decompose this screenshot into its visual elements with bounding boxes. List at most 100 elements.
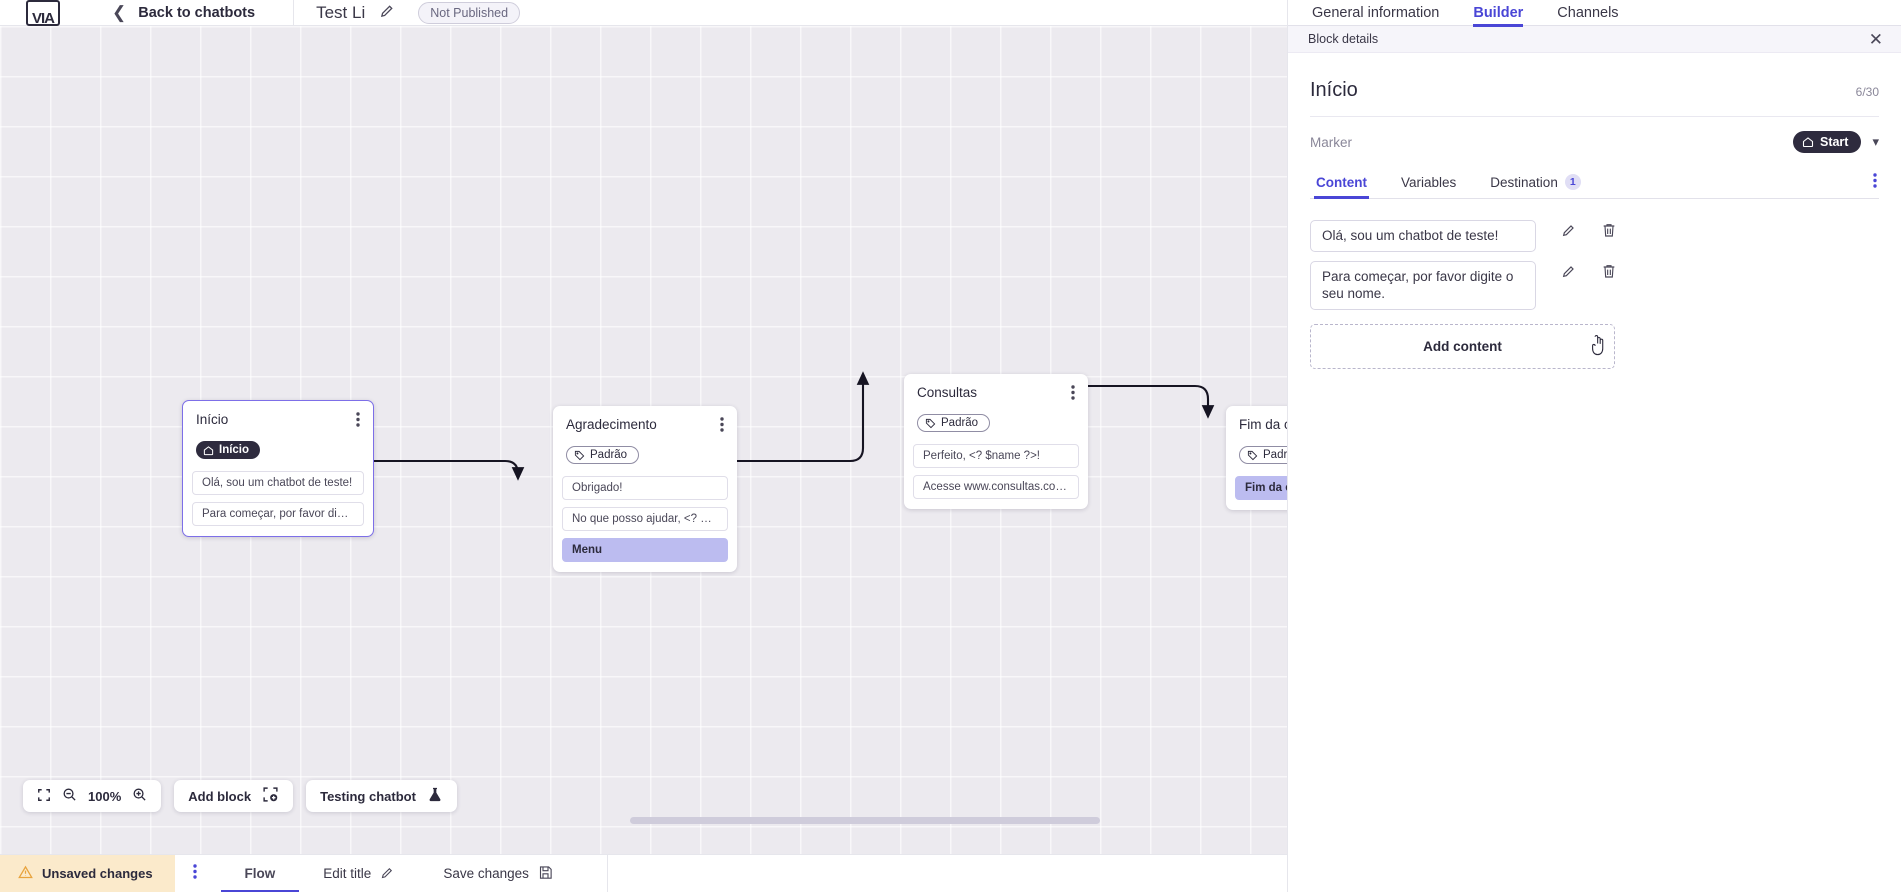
node-title: Agradecimento bbox=[566, 417, 657, 432]
app-logo[interactable]: VIA bbox=[26, 0, 60, 26]
tab-destination[interactable]: Destination 1 bbox=[1488, 165, 1583, 198]
node-menu-kebab-icon[interactable] bbox=[1071, 385, 1075, 405]
testing-chatbot-button[interactable]: Testing chatbot bbox=[306, 780, 457, 812]
node-marker-chip-default: Padrão bbox=[917, 414, 991, 432]
flow-node-inicio[interactable]: Início Início Olá, sou um chatbot de tes… bbox=[182, 400, 374, 537]
tab-variables[interactable]: Variables bbox=[1399, 166, 1458, 198]
content-row: Olá, sou um chatbot de teste! bbox=[1310, 220, 1879, 252]
block-title-row: Início 6/30 bbox=[1310, 53, 1879, 117]
node-chip-label: Início bbox=[219, 444, 250, 456]
node-chip-label: Padrão bbox=[941, 417, 979, 429]
content-tabs: Content Variables Destination 1 bbox=[1310, 165, 1879, 199]
node-item[interactable]: Para começar, por favor digite o ... bbox=[192, 501, 364, 526]
node-chip-label: Padrão bbox=[590, 449, 628, 461]
right-panel: General information Builder Channels Blo… bbox=[1287, 0, 1901, 892]
tag-icon bbox=[925, 418, 936, 428]
node-body: Perfeito, <? $name ?>! Acesse www.consul… bbox=[904, 434, 1088, 509]
unsaved-changes-indicator: Unsaved changes bbox=[0, 854, 175, 892]
add-block-button[interactable]: Add block bbox=[174, 780, 294, 812]
tab-builder[interactable]: Builder bbox=[1473, 0, 1523, 27]
node-marker-chip-start: Início bbox=[196, 441, 261, 459]
node-header: Início Início bbox=[183, 401, 373, 461]
node-body: Olá, sou um chatbot de teste! Para começ… bbox=[183, 461, 373, 536]
delete-content-trash-icon[interactable] bbox=[1601, 222, 1617, 243]
chevron-down-icon[interactable]: ▾ bbox=[1872, 134, 1879, 149]
destination-count-badge: 1 bbox=[1564, 174, 1581, 190]
back-chevron-icon[interactable]: ❮ bbox=[112, 3, 127, 22]
character-counter: 6/30 bbox=[1855, 85, 1879, 99]
pencil-icon bbox=[380, 865, 395, 883]
flask-icon bbox=[427, 786, 443, 806]
node-item[interactable]: Acesse www.consultas.com par... bbox=[913, 474, 1079, 499]
marker-start-chip[interactable]: Start bbox=[1792, 131, 1862, 153]
marker-value: Start bbox=[1819, 135, 1849, 149]
tag-icon bbox=[574, 450, 585, 460]
add-content-button[interactable]: Add content bbox=[1310, 323, 1615, 369]
node-marker-chip-default: Padrão bbox=[566, 446, 640, 464]
node-menu-kebab-icon[interactable] bbox=[720, 417, 724, 437]
node-item[interactable]: Olá, sou um chatbot de teste! bbox=[192, 470, 364, 495]
content-text-field[interactable]: Para começar, por favor digite o seu nom… bbox=[1310, 260, 1536, 310]
unsaved-changes-label: Unsaved changes bbox=[42, 866, 153, 881]
chatbot-title: Test Li bbox=[316, 2, 366, 22]
home-icon bbox=[203, 445, 214, 455]
tag-icon bbox=[1247, 450, 1258, 460]
content-row-actions bbox=[1561, 222, 1617, 243]
node-menu-kebab-icon[interactable] bbox=[356, 412, 360, 432]
save-disk-icon bbox=[538, 865, 553, 883]
tab-channels[interactable]: Channels bbox=[1557, 4, 1619, 21]
content-list: Olá, sou um chatbot de teste! bbox=[1310, 199, 1879, 369]
edit-title-button[interactable]: Edit title bbox=[299, 855, 419, 892]
statusbar-divider bbox=[606, 854, 608, 892]
tab-general-information[interactable]: General information bbox=[1312, 4, 1440, 21]
block-details-bar: Block details ✕ bbox=[1288, 26, 1901, 53]
node-item[interactable]: Obrigado! bbox=[562, 475, 728, 500]
fit-screen-icon[interactable] bbox=[37, 788, 51, 805]
delete-content-trash-icon[interactable] bbox=[1601, 263, 1617, 284]
flow-node-agradecimento[interactable]: Agradecimento Padrão Obrigado! No que po… bbox=[553, 406, 737, 572]
flow-label: Flow bbox=[244, 866, 276, 881]
tab-content-label: Content bbox=[1316, 174, 1367, 190]
content-row: Para começar, por favor digite o seu nom… bbox=[1310, 260, 1879, 310]
tab-content[interactable]: Content bbox=[1314, 166, 1369, 199]
home-icon bbox=[1802, 137, 1814, 148]
canvas-horizontal-scrollbar[interactable] bbox=[630, 817, 1100, 824]
zoom-out-icon[interactable] bbox=[62, 787, 77, 805]
mouse-cursor bbox=[1588, 334, 1607, 362]
node-body: Obrigado! No que posso ajudar, <? $name … bbox=[553, 466, 737, 572]
edit-content-pencil-icon[interactable] bbox=[1561, 222, 1577, 243]
tab-variables-label: Variables bbox=[1401, 174, 1457, 190]
statusbar-kebab-icon[interactable] bbox=[192, 863, 197, 884]
node-item[interactable]: Menu bbox=[562, 537, 728, 562]
content-tabs-kebab-icon[interactable] bbox=[1873, 173, 1877, 193]
edit-title-label: Edit title bbox=[323, 866, 372, 881]
warning-icon bbox=[18, 865, 33, 883]
node-header: Agradecimento Padrão bbox=[553, 406, 737, 466]
panel-tabs: General information Builder Channels bbox=[1288, 0, 1901, 27]
statusbar-tab-flow[interactable]: Flow bbox=[220, 855, 300, 892]
canvas-toolbar: 100% Add block Testing c bbox=[23, 780, 457, 812]
zoom-in-icon[interactable] bbox=[132, 787, 147, 805]
testing-chatbot-label: Testing chatbot bbox=[320, 788, 416, 804]
edit-title-pencil-icon[interactable] bbox=[379, 2, 396, 24]
flow-node-consultas[interactable]: Consultas Padrão Perfeito, <? $name ?>! … bbox=[904, 374, 1088, 509]
node-item[interactable]: No que posso ajudar, <? $name ... bbox=[562, 506, 728, 531]
node-item[interactable]: Perfeito, <? $name ?>! bbox=[913, 443, 1079, 468]
edit-content-pencil-icon[interactable] bbox=[1561, 263, 1577, 284]
logo-glyph: VIA bbox=[31, 9, 55, 26]
node-title: Início bbox=[196, 412, 229, 427]
marker-selector[interactable]: Start ▾ bbox=[1792, 131, 1879, 153]
tab-destination-label: Destination bbox=[1490, 174, 1558, 190]
zoom-controls[interactable]: 100% bbox=[23, 780, 162, 812]
save-changes-label: Save changes bbox=[443, 866, 529, 881]
publish-status-badge: Not Published bbox=[418, 1, 521, 24]
marker-row: Marker Start ▾ bbox=[1310, 117, 1879, 165]
save-changes-button[interactable]: Save changes bbox=[419, 855, 577, 892]
toolbar-divider bbox=[293, 0, 295, 36]
node-title: Consultas bbox=[917, 385, 978, 400]
add-block-icon bbox=[262, 786, 279, 806]
content-text-field[interactable]: Olá, sou um chatbot de teste! bbox=[1310, 220, 1536, 252]
close-icon[interactable]: ✕ bbox=[1868, 29, 1883, 49]
back-to-chatbots-link[interactable]: Back to chatbots bbox=[138, 4, 256, 21]
zoom-level-value: 100% bbox=[88, 788, 122, 804]
